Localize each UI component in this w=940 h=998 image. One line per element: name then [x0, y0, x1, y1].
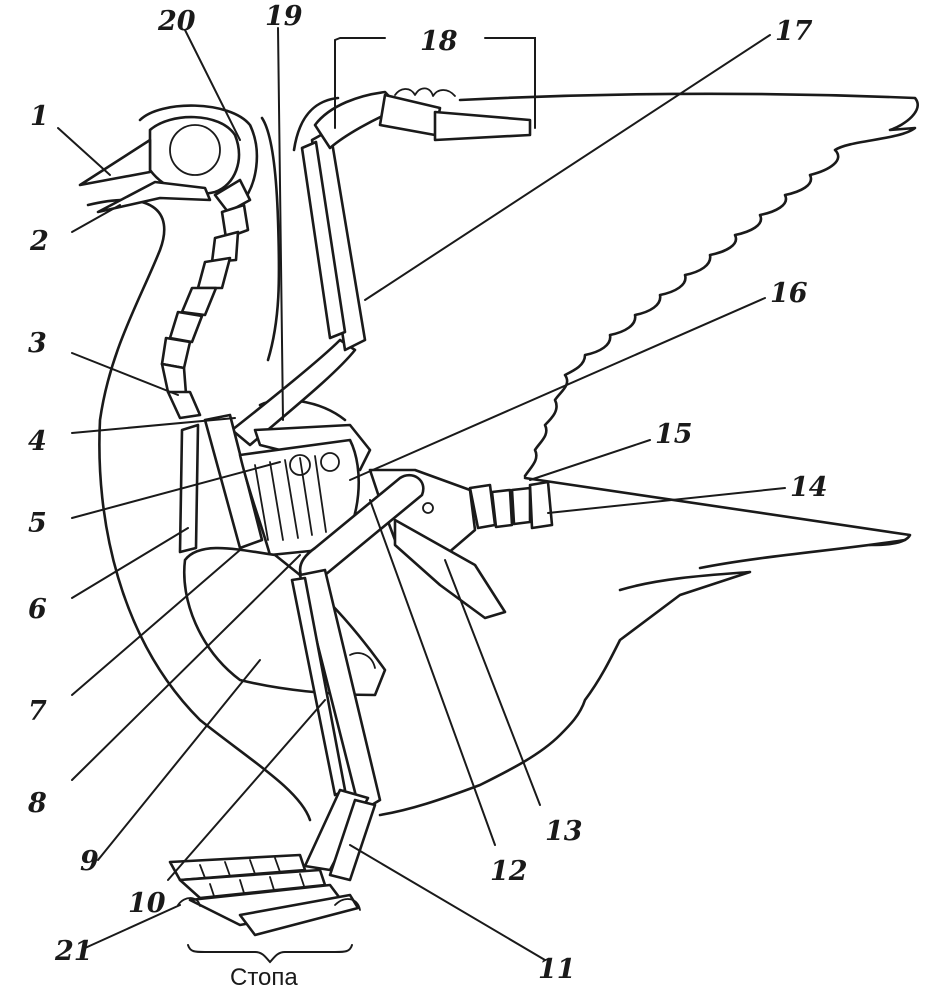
neck-vertebrae: [160, 178, 252, 420]
tibiotarsus: [298, 568, 382, 814]
label-4: 4: [28, 426, 47, 457]
label-6: 6: [28, 594, 47, 625]
label-20: 20: [157, 6, 196, 37]
leader-lines: [57, 27, 786, 964]
wing-feathers: [378, 92, 919, 817]
label-13: 13: [545, 816, 583, 847]
furcula: [178, 423, 200, 554]
pubis: [393, 518, 507, 620]
label-9: 9: [80, 846, 99, 877]
upper-beak: [78, 138, 152, 187]
coracoid: [203, 413, 264, 550]
label-7: 7: [28, 696, 47, 727]
label-2: 2: [29, 226, 49, 257]
label-14: 14: [790, 472, 828, 503]
label-16: 16: [770, 278, 808, 309]
label-5: 5: [28, 508, 47, 539]
label-11: 11: [538, 954, 576, 985]
label-21: 21: [54, 936, 93, 967]
lower-mandible: [96, 180, 212, 214]
pygostyle: [528, 480, 554, 530]
shoulder-girdle: [178, 413, 387, 697]
humerus: [230, 338, 357, 447]
wing-bones: [230, 87, 532, 447]
label-10: 10: [128, 888, 166, 919]
fibula: [290, 576, 347, 797]
label-1: 1: [30, 101, 49, 132]
skull: [78, 104, 259, 214]
foot: [168, 853, 361, 937]
label-18: 18: [420, 26, 458, 57]
labels: 1 2 3 4 5 6 7 8 9 10 11 12 13 14 15 16 1…: [27, 1, 828, 991]
label-8: 8: [27, 788, 47, 819]
label-15: 15: [655, 419, 693, 450]
label-17: 17: [775, 16, 813, 47]
radius: [300, 140, 347, 340]
label-12: 12: [490, 856, 528, 887]
label-3: 3: [28, 328, 47, 359]
label-19: 19: [265, 1, 303, 32]
leg-bones: [290, 473, 425, 882]
foot-caption: Стопа: [230, 964, 298, 991]
